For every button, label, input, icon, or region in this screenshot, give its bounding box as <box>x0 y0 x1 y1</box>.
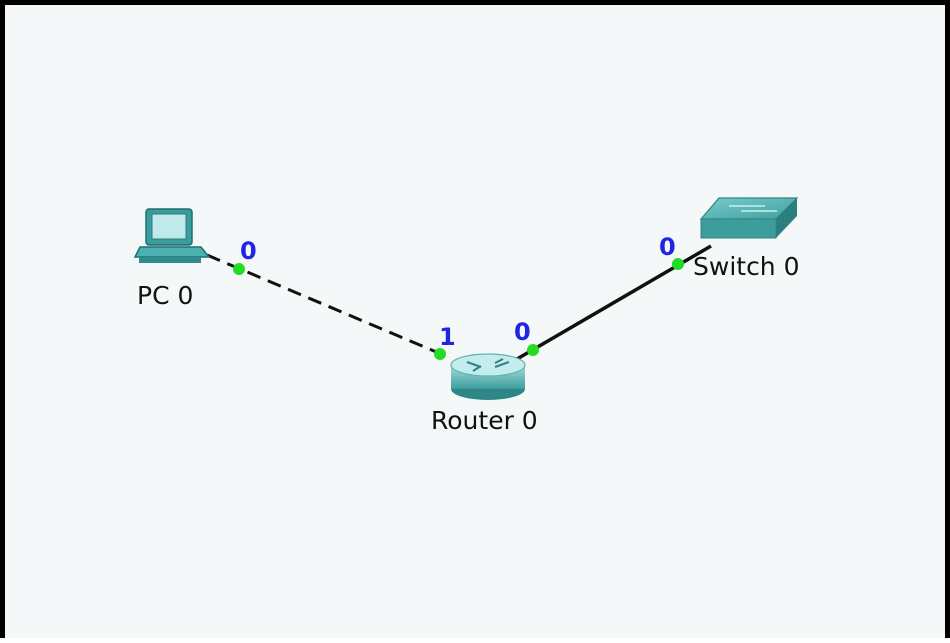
port-indicator-switch-0 <box>672 258 684 270</box>
port-label-router-right: 0 <box>514 318 531 346</box>
switch-label: Switch 0 <box>693 252 800 281</box>
port-indicator-router-1 <box>434 348 446 360</box>
link-pc-router[interactable] <box>206 253 442 356</box>
port-label-router-left: 1 <box>439 323 456 351</box>
port-indicator-pc-0 <box>233 263 245 275</box>
switch-icon[interactable] <box>699 197 799 239</box>
port-label-pc: 0 <box>240 237 257 265</box>
router-label: Router 0 <box>431 406 538 435</box>
pc-icon[interactable] <box>133 208 211 263</box>
network-topology: 0 1 0 0 PC 0 Router 0 Switch 0 <box>133 197 800 435</box>
router-icon[interactable] <box>450 353 526 400</box>
pc-label: PC 0 <box>137 281 193 310</box>
port-label-switch: 0 <box>659 233 676 261</box>
port-indicator-router-0 <box>527 344 539 356</box>
